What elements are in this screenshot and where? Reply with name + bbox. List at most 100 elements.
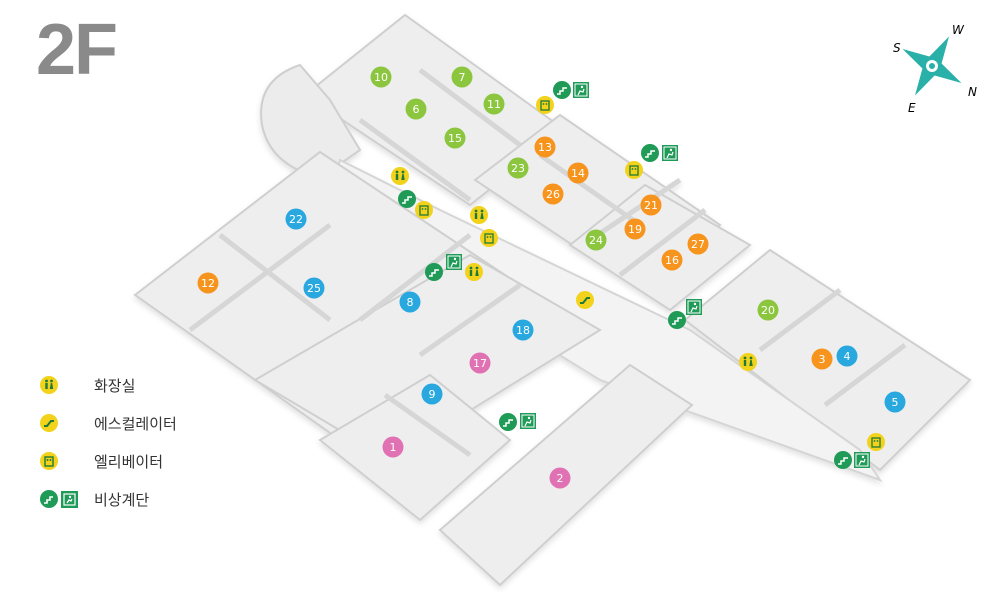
room-marker-25: 25 (303, 277, 325, 299)
room-number: 11 (487, 98, 501, 111)
room-marker-2: 2 (549, 467, 571, 489)
room-number: 18 (516, 324, 530, 337)
exit-sign-icon (573, 82, 589, 98)
room-marker-circle (451, 66, 473, 88)
exit-sign-icon (662, 145, 678, 161)
room-marker-circle (421, 383, 443, 405)
room-marker-circle (399, 291, 421, 313)
compass-w-label: W (952, 23, 965, 37)
room-number: 16 (665, 254, 679, 267)
room-marker-26: 26 (542, 183, 564, 205)
room-marker-20: 20 (757, 299, 779, 321)
elevator-icon (867, 433, 885, 451)
room-number: 2 (557, 472, 564, 485)
room-number: 6 (413, 103, 420, 116)
room-marker-27: 27 (687, 233, 709, 255)
room-marker-18: 18 (512, 319, 534, 341)
room-number: 21 (644, 199, 658, 212)
room-marker-14: 14 (567, 162, 589, 184)
room-number: 9 (429, 388, 436, 401)
amenity-markers (391, 81, 885, 469)
floor-label: 2F (36, 10, 118, 90)
room-marker-circle (444, 127, 466, 149)
room-marker-circle (624, 218, 646, 240)
room-number: 26 (546, 188, 560, 201)
restroom-icon (470, 206, 488, 224)
compass-s-label: S (893, 41, 901, 55)
room-marker-8: 8 (399, 291, 421, 313)
room-marker-circle (640, 194, 662, 216)
room-marker-circle (549, 467, 571, 489)
room-marker-12: 12 (197, 272, 219, 294)
room-marker-circle (534, 136, 556, 158)
room-number: 13 (538, 141, 552, 154)
room-marker-circle (567, 162, 589, 184)
room-number: 19 (628, 223, 642, 236)
compass-e-label: E (908, 101, 916, 115)
room-number: 7 (459, 71, 466, 84)
room-marker-circle (303, 277, 325, 299)
room-marker-circle (469, 352, 491, 374)
restroom-icon (40, 376, 58, 394)
exit-sign-icon (520, 413, 536, 429)
elevator-icon (40, 452, 58, 470)
compass-rose-icon (902, 36, 962, 96)
room-number: 22 (289, 213, 303, 226)
room-marker-23: 23 (507, 157, 529, 179)
legend: 화장실 에스컬레이터 엘리베이터 비상계단 (40, 366, 177, 518)
room-marker-4: 4 (836, 345, 858, 367)
room-number: 23 (511, 162, 525, 175)
room-marker-10: 10 (370, 66, 392, 88)
room-marker-circle (661, 249, 683, 271)
room-marker-circle (542, 183, 564, 205)
room-number: 17 (473, 357, 487, 370)
room-number: 12 (201, 277, 215, 290)
room-marker-7: 7 (451, 66, 473, 88)
restroom-icon (391, 167, 409, 185)
room-marker-circle (585, 229, 607, 251)
room-marker-11: 11 (483, 93, 505, 115)
room-number: 10 (374, 71, 388, 84)
room-marker-circle (370, 66, 392, 88)
room-marker-17: 17 (469, 352, 491, 374)
room-number: 3 (819, 353, 826, 366)
elevator-icon (536, 96, 554, 114)
room-marker-19: 19 (624, 218, 646, 240)
room-number: 15 (448, 132, 462, 145)
room-marker-15: 15 (444, 127, 466, 149)
room-number: 20 (761, 304, 775, 317)
room-marker-1: 1 (382, 436, 404, 458)
room-marker-circle (382, 436, 404, 458)
emergency-stairs-icon (398, 190, 416, 208)
room-marker-24: 24 (585, 229, 607, 251)
elevator-icon (625, 161, 643, 179)
legend-item-escalator: 에스컬레이터 (40, 404, 177, 442)
emergency-stairs-icon (425, 263, 443, 281)
room-marker-circle (197, 272, 219, 294)
room-marker-9: 9 (421, 383, 443, 405)
room-marker-3: 3 (811, 348, 833, 370)
room-marker-16: 16 (661, 249, 683, 271)
exit-sign-icon (61, 490, 78, 508)
room-marker-circle (757, 299, 779, 321)
room-marker-circle (285, 208, 307, 230)
room-marker-circle (405, 98, 427, 120)
escalator-icon (576, 291, 594, 309)
room-marker-circle (507, 157, 529, 179)
legend-label: 비상계단 (94, 490, 150, 509)
restroom-icon (465, 263, 483, 281)
room-marker-circle (512, 319, 534, 341)
room-marker-circle (687, 233, 709, 255)
emergency-stairs-icon (40, 490, 58, 508)
room-number: 24 (589, 234, 603, 247)
compass-n-label: N (968, 85, 977, 99)
emergency-stairs-icon (668, 311, 686, 329)
room-marker-circle (811, 348, 833, 370)
room-number: 14 (571, 167, 585, 180)
emergency-stairs-icon (834, 451, 852, 469)
exit-sign-icon (446, 254, 462, 270)
room-marker-circle (483, 93, 505, 115)
room-number: 27 (691, 238, 705, 251)
